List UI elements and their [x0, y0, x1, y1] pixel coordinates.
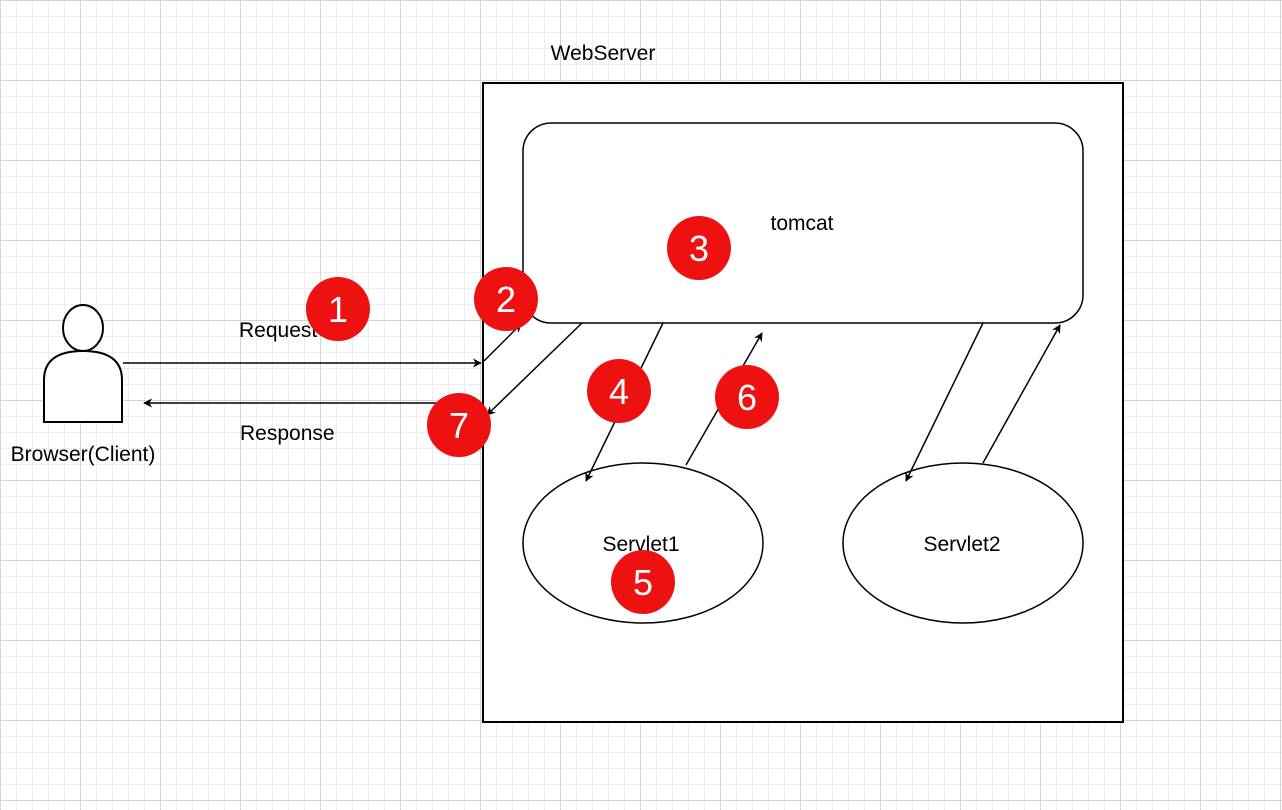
step-badge-6-text: 6 [737, 377, 757, 418]
step-badge-1-text: 1 [328, 289, 348, 330]
step-badge-5-text: 5 [633, 562, 653, 603]
arrow-webserver-to-tomcat [483, 323, 522, 362]
step-badge-5: 5 [611, 550, 675, 614]
step-badge-3-text: 3 [689, 228, 709, 269]
step-badge-3: 3 [667, 216, 731, 280]
step-badge-7-text: 7 [449, 405, 469, 446]
step-badge-2-text: 2 [496, 279, 516, 320]
step-badge-6: 6 [715, 365, 779, 429]
response-label: Response [240, 422, 335, 445]
servlet1-node[interactable] [522, 462, 764, 624]
arrow-tomcat-to-webserver [486, 322, 583, 416]
servlet2-label: Servlet2 [923, 533, 1000, 556]
step-badge-7: 7 [427, 393, 491, 457]
arrow-servlet2-to-tomcat [982, 324, 1061, 464]
step-badge-4-text: 4 [609, 371, 629, 412]
webserver-label: WebServer [551, 42, 656, 65]
step-badge-1: 1 [306, 277, 370, 341]
step-badge-4: 4 [587, 359, 651, 423]
arrow-tomcat-to-servlet2 [905, 322, 984, 482]
servlet1-label: Servlet1 [602, 533, 679, 556]
client-label: Browser(Client) [11, 443, 156, 466]
servlet2-node[interactable] [842, 462, 1084, 624]
user-icon[interactable] [43, 304, 123, 423]
step-badge-2: 2 [474, 267, 538, 331]
tomcat-box[interactable] [522, 122, 1084, 324]
request-label: Request [239, 319, 317, 342]
tomcat-label: tomcat [770, 212, 833, 235]
